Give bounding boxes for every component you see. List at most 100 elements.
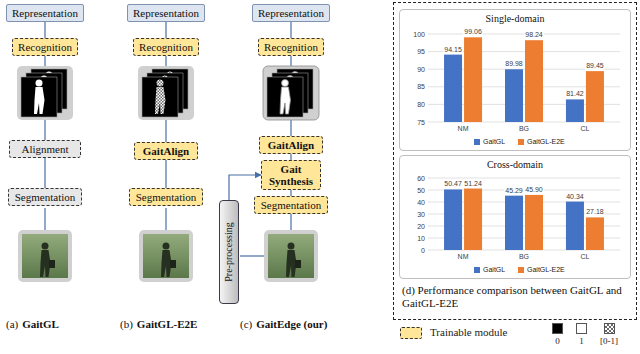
flow-line (44, 158, 45, 188)
chart-plot (400, 156, 630, 278)
legend-label: GaitGL-E2E (527, 137, 565, 146)
bar (525, 40, 543, 122)
flow-line (165, 22, 166, 38)
subfigure-caption: (a) (6, 318, 18, 331)
preprocessing-box: Pre-processing (219, 200, 239, 304)
bar (566, 202, 584, 250)
bar (586, 71, 604, 122)
legend-label: [0-1] (600, 336, 618, 346)
chart-plot (400, 10, 630, 150)
legend-swatch (604, 323, 615, 334)
axis-tick: 60 (400, 174, 425, 183)
chart-title: Cross-domain (400, 159, 630, 170)
value-label: 89.45 (585, 61, 605, 70)
category-label: BG (519, 124, 529, 133)
value-label: 94.15 (443, 45, 463, 54)
bar (566, 99, 584, 122)
figure-caption: (d) Performance comparison between GaitG… (402, 284, 630, 310)
legend-label: GaitGL (483, 137, 505, 146)
node-label: Gait Synthesis (266, 163, 316, 187)
value-label: 99.06 (463, 27, 483, 36)
fixed-module: Segmentation (8, 188, 82, 206)
bar (444, 55, 462, 122)
bar-chart: Cross-domain 60 50 40 30 20 10 0NM BG CL 50.4751.2… (399, 155, 631, 279)
subfigure-caption-row: (a) GaitGL (6, 318, 59, 331)
trainable-module: Gait Synthesis (261, 160, 321, 190)
trainable-module: Recognition (133, 38, 199, 56)
legend-swatch (474, 267, 480, 273)
silhouette-frames (17, 66, 319, 120)
legend-item: 0 (552, 323, 563, 346)
trainable-module: Segmentation (129, 188, 203, 206)
category-label: BG (519, 252, 529, 261)
subfigure-caption: (b) (120, 318, 133, 331)
node-label: GaitAlign (268, 139, 314, 151)
comparison-panel: Single-domain1009590858075NMBGCL94.1599.… (393, 2, 637, 320)
subfigure-caption: GaitGL-E2E (137, 318, 198, 331)
bar-chart: Single-domain1009590858075NMBGCL94.1599.… (399, 9, 631, 151)
axis-tick: 75 (400, 118, 425, 127)
trainable-module: Segmentation (254, 196, 328, 214)
node-label: Segmentation (15, 191, 76, 203)
axis-tick: 85 (400, 82, 425, 91)
value-label: 51.24 (463, 179, 483, 188)
category-label: CL (580, 124, 589, 133)
flow-line (165, 160, 166, 188)
node-label: Segmentation (261, 199, 322, 211)
legend-swatch (552, 323, 563, 334)
axis-tick: 30 (400, 210, 425, 219)
axis-tick: 90 (400, 65, 425, 74)
value-label: 40.34 (565, 192, 585, 201)
subfigure-caption: GaitGL (22, 318, 59, 331)
node-label: Representation (133, 7, 199, 19)
node-label: Representation (12, 7, 78, 19)
bar (525, 195, 543, 250)
node-label: Recognition (264, 41, 318, 53)
value-label: 27.18 (585, 207, 605, 216)
trainable-module: Recognition (258, 38, 324, 56)
value-label: 50.47 (443, 179, 463, 188)
category-label: CL (580, 252, 589, 261)
rgb-frame (18, 230, 318, 282)
legend-swatch (474, 139, 480, 145)
subfigure-caption-row: (c) GaitEdge (our) (240, 318, 327, 331)
legend-item: GaitGL (474, 265, 505, 274)
axis-tick: 50 (400, 186, 425, 195)
axis-tick: 0 (400, 246, 425, 255)
legend-label: 1 (579, 336, 584, 346)
fixed-module: Alignment (9, 140, 81, 158)
trainable-module: GaitAlign (259, 136, 323, 154)
node-label: Recognition (18, 41, 72, 53)
node-label: Pre-processing (223, 222, 235, 281)
trainable-module: GaitAlign (134, 142, 198, 160)
axis-tick: 80 (400, 100, 425, 109)
axis-tick: 100 (400, 30, 425, 39)
legend-item: GaitGL-E2E (518, 265, 565, 274)
legend-swatch (518, 139, 524, 145)
bar (505, 196, 523, 250)
subfigure-caption: (c) (240, 318, 252, 331)
node-label: Alignment (21, 143, 68, 155)
input-wire (45, 208, 291, 256)
bar (586, 217, 604, 250)
legend-swatch (518, 267, 524, 273)
value-label: 45.90 (524, 185, 544, 194)
legend-swatch (576, 323, 587, 334)
bar (464, 37, 482, 122)
gridline (428, 178, 620, 179)
axis-tick: 95 (400, 47, 425, 56)
bar (464, 189, 482, 250)
legend-label: GaitGL-E2E (527, 265, 565, 274)
value-label: 81.42 (565, 89, 585, 98)
node-label: GaitAlign (143, 145, 189, 157)
axis-tick: 20 (400, 222, 425, 231)
axis-tick: 10 (400, 234, 425, 243)
value-label: 45.29 (504, 186, 524, 195)
bar (505, 69, 523, 122)
axis-tick: 40 (400, 198, 425, 207)
output-box: Representation (6, 4, 84, 22)
subfigure-caption: GaitEdge (our) (256, 318, 327, 331)
category-label: NM (458, 252, 469, 261)
legend-item: Trainable module (400, 326, 508, 339)
legend-item: GaitGL-E2E (518, 137, 565, 146)
